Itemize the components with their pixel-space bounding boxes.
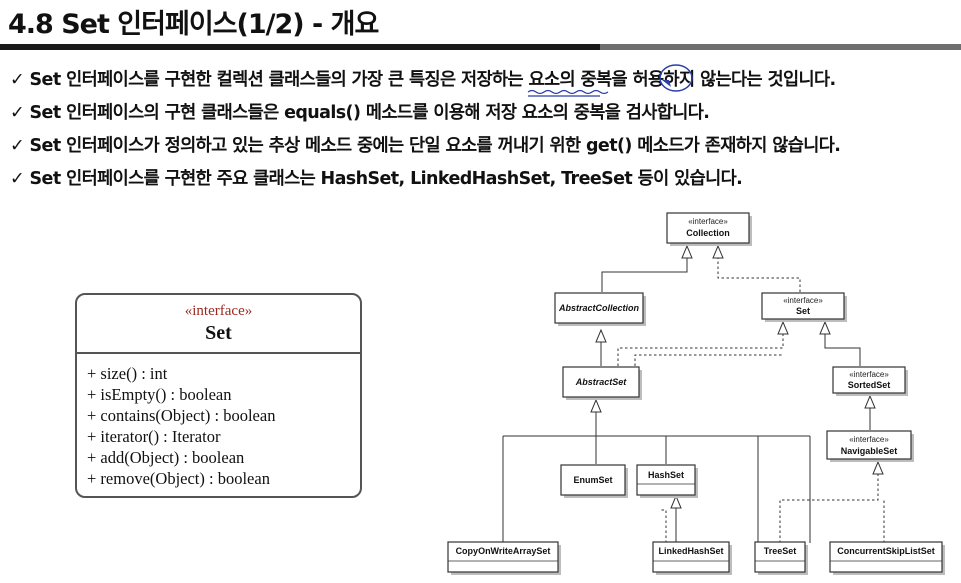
node-stereotype: «interface» xyxy=(849,435,889,444)
node-label: CopyOnWriteArraySet xyxy=(456,546,551,556)
node-label: NavigableSet xyxy=(841,446,898,456)
title-underline xyxy=(0,44,600,50)
method-item: + add(Object) : boolean xyxy=(87,448,245,467)
card-name: Set xyxy=(205,322,232,344)
node-label: Set xyxy=(796,306,810,316)
method-item: + contains(Object) : boolean xyxy=(87,406,276,425)
diagram-connectors xyxy=(502,244,885,543)
card-stereotype: «interface» xyxy=(184,303,253,319)
node-label: LinkedHashSet xyxy=(658,546,723,556)
node-collection: «interface» Collection xyxy=(666,212,752,246)
method-item: + iterator() : Iterator xyxy=(87,427,221,446)
node-sorted-set: «interface» SortedSet xyxy=(832,366,908,396)
node-label: TreeSet xyxy=(764,546,797,556)
bullet-list: ✓ Set 인터페이스를 구현한 컬렉션 클래스들의 가장 큰 특징은 저장하는… xyxy=(10,64,960,196)
bullet-item: ✓ Set 인터페이스의 구현 클래스들은 equals() 메소드를 이용해 … xyxy=(10,103,710,123)
node-label: HashSet xyxy=(648,470,684,480)
node-stereotype: «interface» xyxy=(783,296,823,305)
node-navigable-set: «interface» NavigableSet xyxy=(826,430,914,462)
bullet-item: ✓ Set 인터페이스가 정의하고 있는 추상 메소드 중에는 단일 요소를 꺼… xyxy=(10,136,841,156)
set-interface-card: «interface» Set + size() : int + isEmpty… xyxy=(75,293,362,498)
page-title: 4.8 Set 인터페이스(1/2) - 개요 xyxy=(8,9,379,40)
node-concurrent-skip-list-set: ConcurrentSkipListSet xyxy=(829,541,945,575)
node-label: AbstractSet xyxy=(575,377,628,387)
node-stereotype: «interface» xyxy=(688,217,728,226)
bullet-item: ✓ Set 인터페이스를 구현한 주요 클래스는 HashSet, Linked… xyxy=(10,169,743,189)
node-hash-set: HashSet xyxy=(636,464,698,498)
method-item: + remove(Object) : boolean xyxy=(87,469,270,488)
annotation-marks xyxy=(527,64,693,97)
node-linked-hash-set: LinkedHashSet xyxy=(652,541,732,575)
node-set: «interface» Set xyxy=(761,292,847,322)
node-abstract-collection: AbstractCollection xyxy=(554,292,646,326)
card-methods: + size() : int + isEmpty() : boolean + c… xyxy=(87,363,275,489)
card-divider xyxy=(77,352,360,354)
method-item: + size() : int xyxy=(87,364,168,383)
node-enum-set: EnumSet xyxy=(560,464,628,498)
node-stereotype: «interface» xyxy=(849,370,889,379)
title-underline-light xyxy=(600,44,961,50)
node-label: SortedSet xyxy=(848,380,891,390)
node-copy-on-write-array-set: CopyOnWriteArraySet xyxy=(447,541,561,575)
node-label: AbstractCollection xyxy=(558,303,640,313)
bullet-item: ✓ Set 인터페이스를 구현한 컬렉션 클래스들의 가장 큰 특징은 저장하는… xyxy=(10,70,836,90)
node-abstract-set: AbstractSet xyxy=(562,366,642,400)
method-item: + isEmpty() : boolean xyxy=(87,385,232,404)
node-label: EnumSet xyxy=(573,475,612,485)
node-label: ConcurrentSkipListSet xyxy=(837,546,935,556)
node-tree-set: TreeSet xyxy=(754,541,808,575)
node-label: Collection xyxy=(686,228,730,238)
